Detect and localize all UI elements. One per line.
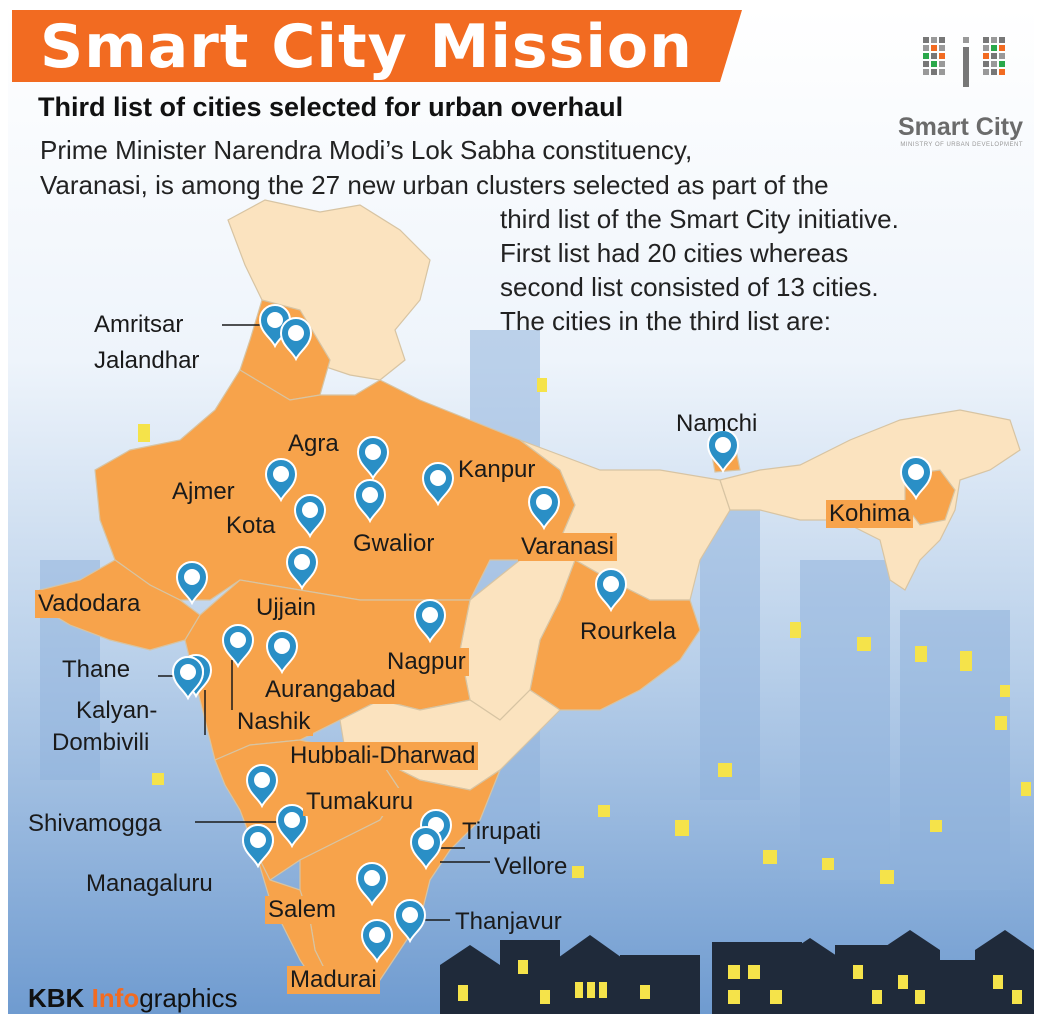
- map-pin-icon: [221, 624, 255, 669]
- logo-name: Smart City: [897, 113, 1023, 141]
- city-label-thanjavur: Thanjavur: [455, 908, 562, 935]
- map-pin-icon: [356, 436, 390, 481]
- title-banner: [12, 10, 742, 82]
- city-label-amritsar: Amritsar: [94, 311, 184, 338]
- map-pin-icon: [265, 630, 299, 675]
- page-title: Smart City Mission: [40, 12, 693, 82]
- map-pin-icon: [275, 804, 309, 849]
- map-pin-icon: [594, 568, 628, 613]
- city-label-managaluru: Managaluru: [86, 870, 213, 897]
- body-line: First list had 20 cities whereas: [500, 238, 849, 268]
- body-line: The cities in the third list are:: [500, 306, 831, 336]
- city-label-aurangabad: Aurangabad: [262, 676, 399, 704]
- map-pin-icon: [171, 656, 205, 701]
- map-pin-icon: [527, 486, 561, 531]
- city-label-ujjain: Ujjain: [253, 594, 320, 622]
- body-line: second list consisted of 13 cities.: [500, 272, 879, 302]
- map-pin-icon: [293, 494, 327, 539]
- city-label-kota: Kota: [226, 512, 276, 539]
- page-subtitle: Third list of cities selected for urban …: [38, 92, 624, 122]
- city-label-hubbali-dharwad: Hubbali-Dharwad: [287, 742, 479, 770]
- city-label-madurai: Madurai: [287, 966, 380, 994]
- city-label-vadodara: Vadodara: [35, 590, 144, 618]
- map-pin-icon: [393, 899, 427, 944]
- credit-part-2: Info: [91, 983, 140, 1013]
- city-label-ajmer: Ajmer: [172, 478, 235, 505]
- map-pin-icon: [409, 826, 443, 871]
- city-label-kanpur: Kanpur: [455, 456, 539, 484]
- skyline: [440, 930, 1034, 1014]
- city-label-kalyan: Kalyan-: [76, 697, 158, 724]
- skyline-windows: [458, 960, 1022, 1004]
- map-pin-icon: [175, 561, 209, 606]
- map-pin-icon: [360, 919, 394, 964]
- credit-part-3: graphics: [139, 983, 238, 1013]
- map-pin-icon: [355, 862, 389, 907]
- city-pins: [171, 304, 933, 964]
- credit-part-1: KBK: [28, 983, 92, 1013]
- map-pin-icon: [285, 546, 319, 591]
- city-label-agra: Agra: [288, 430, 339, 457]
- city-label-varanasi: Varanasi: [518, 533, 617, 561]
- body-line: third list of the Smart City initiative.: [500, 204, 899, 234]
- city-label-salem: Salem: [265, 896, 340, 924]
- map-pin-icon: [413, 599, 447, 644]
- map-pin-icon: [421, 462, 455, 507]
- map-pin-icon: [264, 458, 298, 503]
- smart-city-logo-icon: [923, 37, 1005, 87]
- map-pin-icon: [245, 764, 279, 809]
- city-label-nashik: Nashik: [234, 708, 314, 736]
- city-label-tirupati: Tirupati: [462, 818, 542, 845]
- logo-tagline: MINISTRY OF URBAN DEVELOPMENT: [900, 142, 1023, 148]
- city-label-dombivili: Dombivili: [52, 729, 150, 756]
- city-label-rourkela: Rourkela: [577, 618, 680, 646]
- map-pin-icon: [706, 429, 740, 474]
- city-label-nagpur: Nagpur: [384, 648, 469, 676]
- city-label-tumakuru: Tumakuru: [303, 788, 417, 816]
- map-pin-icon: [899, 456, 933, 501]
- city-label-gwalior: Gwalior: [350, 530, 438, 558]
- city-label-kohima: Kohima: [826, 500, 914, 528]
- city-label-shivamogga: Shivamogga: [28, 810, 162, 837]
- map-pin-icon: [241, 824, 275, 869]
- credit-line: KBK Infographics: [28, 983, 238, 1014]
- city-label-jalandhar: Jalandhar: [94, 347, 200, 374]
- city-label-namchi: Namchi: [676, 410, 758, 437]
- map-pin-icon: [279, 317, 313, 362]
- map-pin-icon: [353, 479, 387, 524]
- city-label-vellore: Vellore: [494, 853, 568, 880]
- body-line: Prime Minister Narendra Modi’s Lok Sabha…: [40, 135, 693, 165]
- city-label-thane: Thane: [62, 656, 131, 683]
- sky-windows: [138, 378, 1031, 884]
- body-line: Varanasi, is among the 27 new urban clus…: [40, 170, 829, 200]
